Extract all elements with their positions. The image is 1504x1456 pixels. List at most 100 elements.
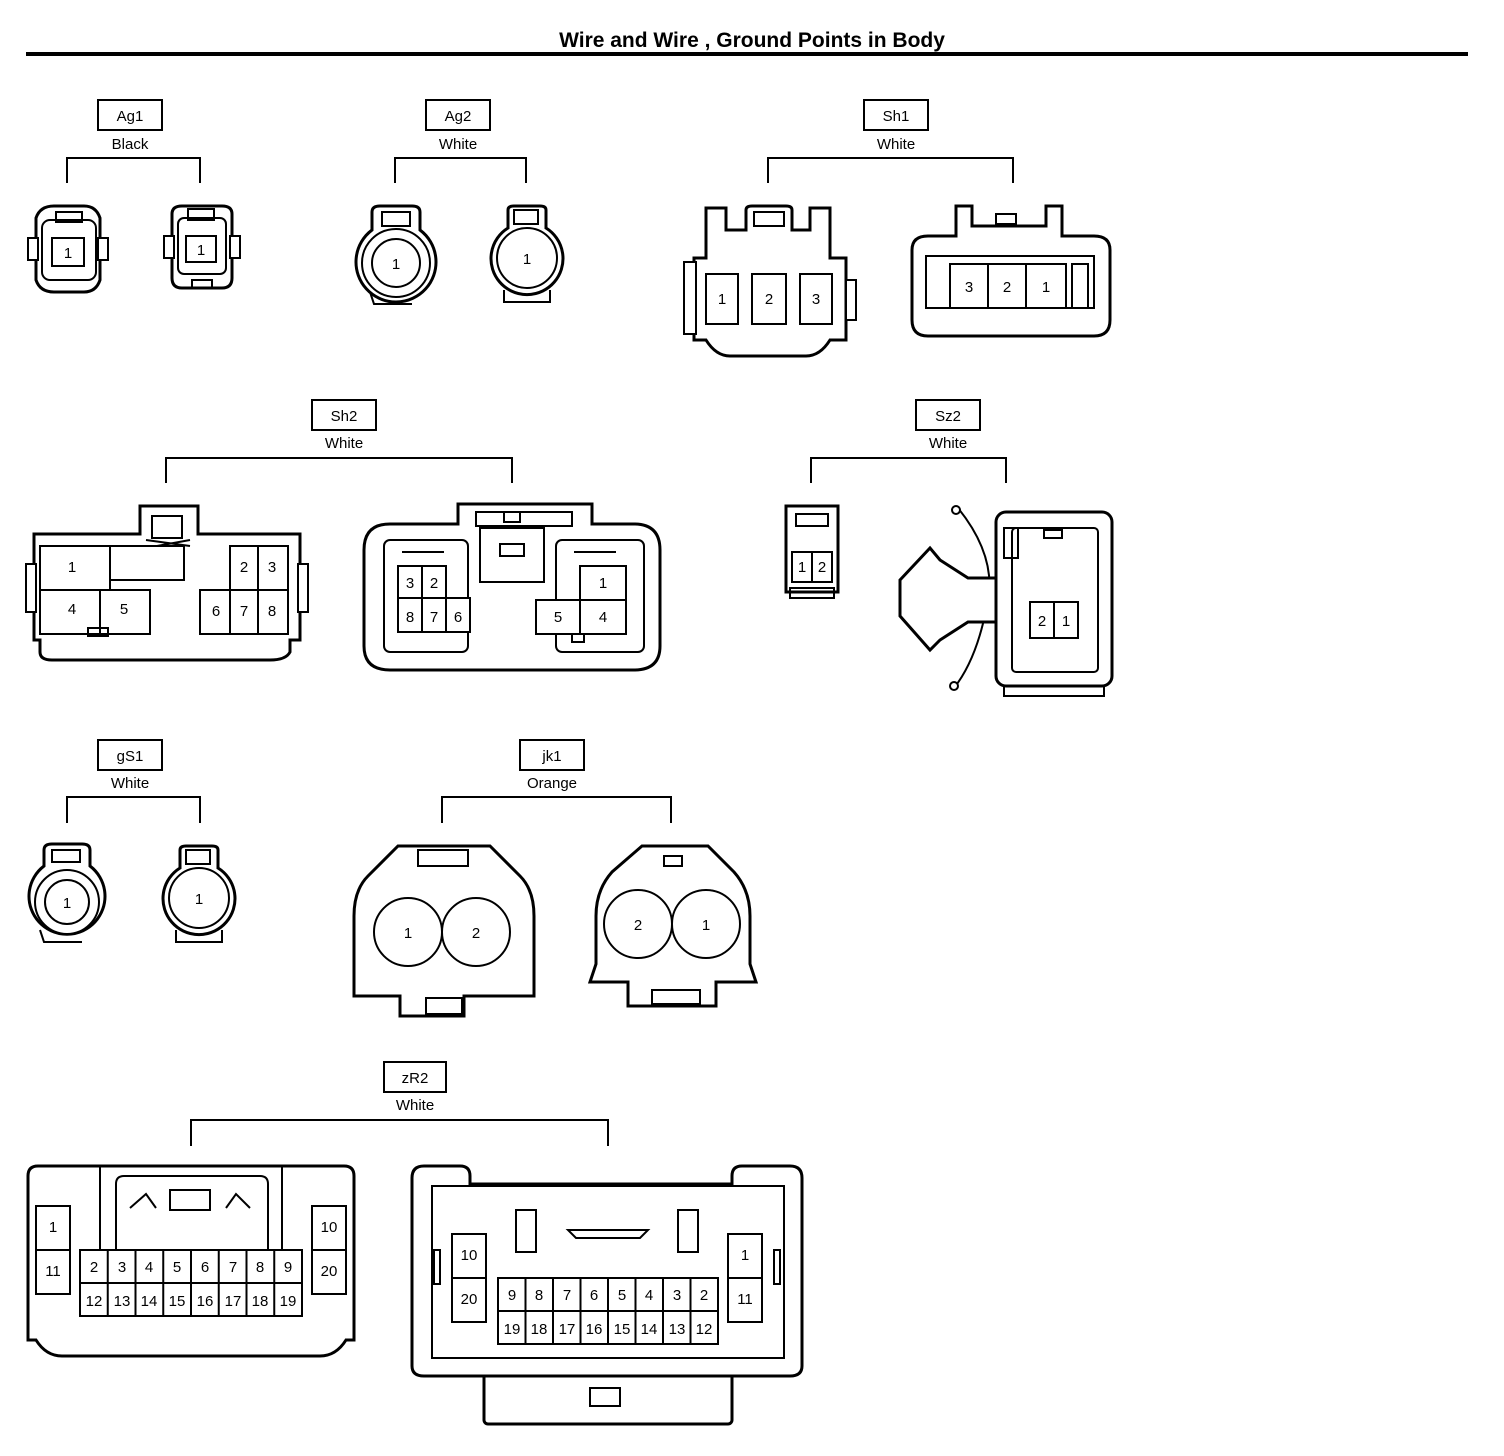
connector-bracket [66,157,201,183]
connector-face-male: 3 2 8 7 6 1 5 4 [362,502,662,672]
connector-face-male: 1 [163,204,241,290]
pin-label: 2 [240,559,248,576]
pin-label: 6 [201,1259,209,1276]
pin-label: 1 [392,256,400,273]
connector-code-box [311,399,377,431]
pin-label: 17 [559,1321,576,1338]
pin-label: 3 [268,559,276,576]
connector-code-box [863,99,929,131]
pin-label: 20 [461,1291,478,1308]
connector-jk1[interactable]: jk1 Orange 1 2 2 1 [352,739,759,1018]
connector-code: gS1 [117,748,144,765]
pin-label: 3 [673,1287,681,1304]
connector-code: Ag1 [117,108,144,125]
connector-bracket [767,157,1014,183]
pin-label: 7 [240,603,248,620]
connector-code-box [425,99,491,131]
pin-label: 8 [535,1287,543,1304]
connector-face-male: 2 1 [898,505,1114,697]
connector-face-female: 1 [27,204,109,294]
connector-face-male: 3 2 1 [910,204,1112,338]
pin-label: 1 [1042,279,1050,296]
pin-label: 2 [472,925,480,942]
connector-color: Black [112,136,149,153]
pin-label: 1 [599,575,607,592]
connector-face-female: 1 2 [352,844,536,1018]
pin-label: 6 [590,1287,598,1304]
pin-label: 4 [68,601,76,618]
pin-label: 3 [406,575,414,592]
connector-sz2[interactable]: Sz2 White 1 2 2 1 [784,399,1114,697]
connector-face-female: 1 4 5 2 3 6 7 8 [25,504,309,662]
connector-face-female: 1 11 10 20 2 3 4 5 6 7 8 9 12 13 14 15 1… [26,1164,356,1358]
pin-label: 13 [669,1321,686,1338]
connector-code-box [915,399,981,431]
connector-gs1[interactable]: gS1 White 1 1 [27,739,237,943]
pin-label: 2 [1003,279,1011,296]
connector-face-male: 1 [489,204,565,303]
connector-face-female: 1 [27,842,107,943]
connector-code-box [383,1061,447,1093]
pin-label: 15 [169,1293,186,1310]
pin-label: 2 [765,291,773,308]
pin-label: 2 [1038,613,1046,630]
pin-label: 5 [554,609,562,626]
pin-label: 8 [406,609,414,626]
connector-face-female: 1 2 [784,504,840,599]
connector-bracket [441,796,672,823]
pin-label: 12 [86,1293,103,1310]
pin-label: 1 [1062,613,1070,630]
pin-label: 11 [45,1263,61,1280]
connector-color: White [325,435,363,452]
connector-code: zR2 [402,1070,429,1087]
pin-label: 8 [256,1259,264,1276]
pin-label: 7 [563,1287,571,1304]
title-rule [26,52,1468,56]
connector-face-female: 1 2 3 [683,204,857,358]
connector-color: White [929,435,967,452]
pin-label: 18 [531,1321,548,1338]
connector-code-box [519,739,585,771]
connector-bracket [165,457,513,483]
pin-label: 1 [68,559,76,576]
pin-label: 14 [141,1293,158,1310]
connector-color: White [111,775,149,792]
connector-face-male: 1 [161,844,237,943]
pin-label: 6 [212,603,220,620]
pin-label: 2 [430,575,438,592]
connector-ag1[interactable]: Ag1 Black 1 1 [27,99,241,294]
pin-label: 5 [173,1259,181,1276]
pin-label: 10 [321,1219,338,1236]
connector-color: White [877,136,915,153]
connector-code: Sh2 [331,408,358,425]
pin-label: 15 [614,1321,631,1338]
pin-label: 1 [404,925,412,942]
pin-label: 20 [321,1263,338,1280]
pin-label: 6 [454,609,462,626]
connector-code: jk1 [541,748,561,765]
connector-sh1[interactable]: Sh1 White 1 2 3 3 2 1 [683,99,1112,358]
pin-label: 5 [618,1287,626,1304]
pin-label: 14 [641,1321,658,1338]
connector-code: Ag2 [445,108,472,125]
connector-zr2[interactable]: zR2 White 1 11 10 20 2 3 [26,1061,804,1426]
pin-label: 1 [197,242,205,259]
connector-ag2[interactable]: Ag2 White 1 1 [354,99,565,305]
pin-label: 1 [64,245,72,262]
connector-color: Orange [527,775,577,792]
connector-sh2[interactable]: Sh2 White 1 4 5 2 3 6 7 8 [25,399,662,672]
connector-face-female: 1 [354,204,438,305]
pin-label: 9 [508,1287,516,1304]
pin-label: 16 [197,1293,214,1310]
pin-label: 18 [252,1293,269,1310]
connector-bracket [66,796,201,823]
pin-label: 9 [284,1259,292,1276]
pin-label: 19 [280,1293,297,1310]
pin-label: 16 [586,1321,603,1338]
pin-label: 1 [523,251,531,268]
pin-label: 2 [634,917,642,934]
pin-label: 7 [430,609,438,626]
connector-color: White [439,136,477,153]
pin-label: 13 [114,1293,131,1310]
